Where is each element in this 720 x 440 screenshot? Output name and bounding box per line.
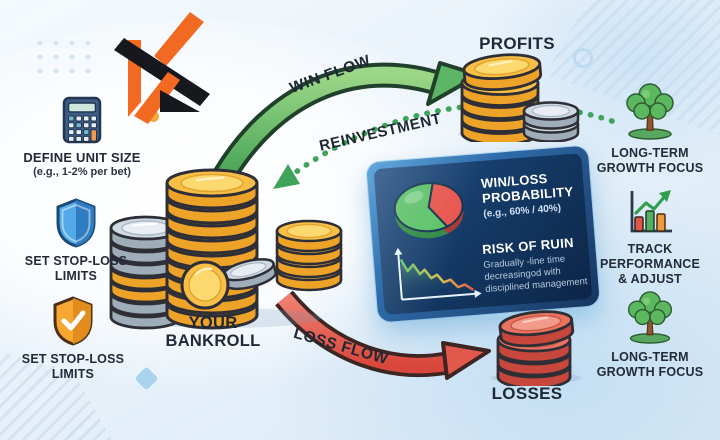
tree-icon bbox=[626, 83, 674, 140]
calculator-icon bbox=[62, 96, 102, 144]
step-long-term-1: LONG-TERM GROWTH FOCUS bbox=[590, 82, 710, 176]
tree-icon bbox=[627, 291, 673, 344]
sparkle-icon: ✦ bbox=[180, 136, 189, 147]
shield-check-icon bbox=[53, 296, 93, 346]
loss-arrow bbox=[278, 293, 454, 374]
step-long-term-2: LONG-TERM GROWTH FOCUS bbox=[590, 290, 710, 380]
ring-decor bbox=[573, 48, 593, 68]
win-arrow bbox=[216, 66, 443, 181]
orange-dot-decor bbox=[148, 111, 159, 122]
bankroll-label: YOUR BANKROLL bbox=[165, 314, 261, 351]
growth-chart-icon bbox=[630, 190, 672, 233]
losses-label: LOSSES bbox=[491, 384, 563, 403]
winloss-pie-chart bbox=[393, 182, 464, 239]
track-performance-label: TRACK PERFORMANCE & ADJUST bbox=[599, 242, 701, 286]
profits-label: PROFITS bbox=[479, 34, 555, 53]
step-stop-loss-1: SET STOP-LOSS LIMITS bbox=[8, 198, 144, 284]
define-unit-size-sub: (e.g., 1-2% per bet) bbox=[33, 166, 131, 179]
analytics-tablet: WIN/LOSS PROBABILITY (e.g., 60% / 40%) R… bbox=[366, 145, 600, 323]
sparkle-icon: ✦ bbox=[114, 209, 124, 221]
stop-loss-label-2: SET STOP-LOSS LIMITS bbox=[21, 352, 125, 381]
brand-logo bbox=[114, 12, 210, 124]
dot-grid-decor bbox=[32, 36, 98, 80]
tablet-screen: WIN/LOSS PROBABILITY (e.g., 60% / 40%) R… bbox=[373, 153, 593, 315]
step-track-performance: TRACK PERFORMANCE & ADJUST bbox=[594, 186, 706, 286]
stop-loss-label-1: SET STOP-LOSS LIMITS bbox=[24, 254, 128, 283]
risk-of-ruin-chart bbox=[394, 247, 482, 301]
shield-icon bbox=[56, 198, 96, 248]
profits-coins-illustration bbox=[458, 50, 580, 142]
bankroll-coins-illustration bbox=[109, 168, 343, 330]
step-define-unit-size: DEFINE UNIT SIZE (e.g., 1-2% per bet) bbox=[6, 96, 158, 178]
sparkle-icon: ✦ bbox=[152, 163, 165, 180]
define-unit-size-label: DEFINE UNIT SIZE bbox=[23, 150, 141, 165]
gold-coin-face bbox=[180, 260, 230, 310]
step-stop-loss-2: SET STOP-LOSS LIMITS bbox=[6, 296, 140, 382]
long-term-label-1: LONG-TERM GROWTH FOCUS bbox=[596, 146, 704, 175]
reinvestment-arrowhead bbox=[273, 164, 300, 189]
reinvestment-dotted-line bbox=[293, 101, 615, 175]
long-term-label-2: LONG-TERM GROWTH FOCUS bbox=[596, 350, 704, 379]
loss-arrowhead bbox=[441, 341, 491, 380]
losses-coins-illustration bbox=[491, 307, 581, 386]
